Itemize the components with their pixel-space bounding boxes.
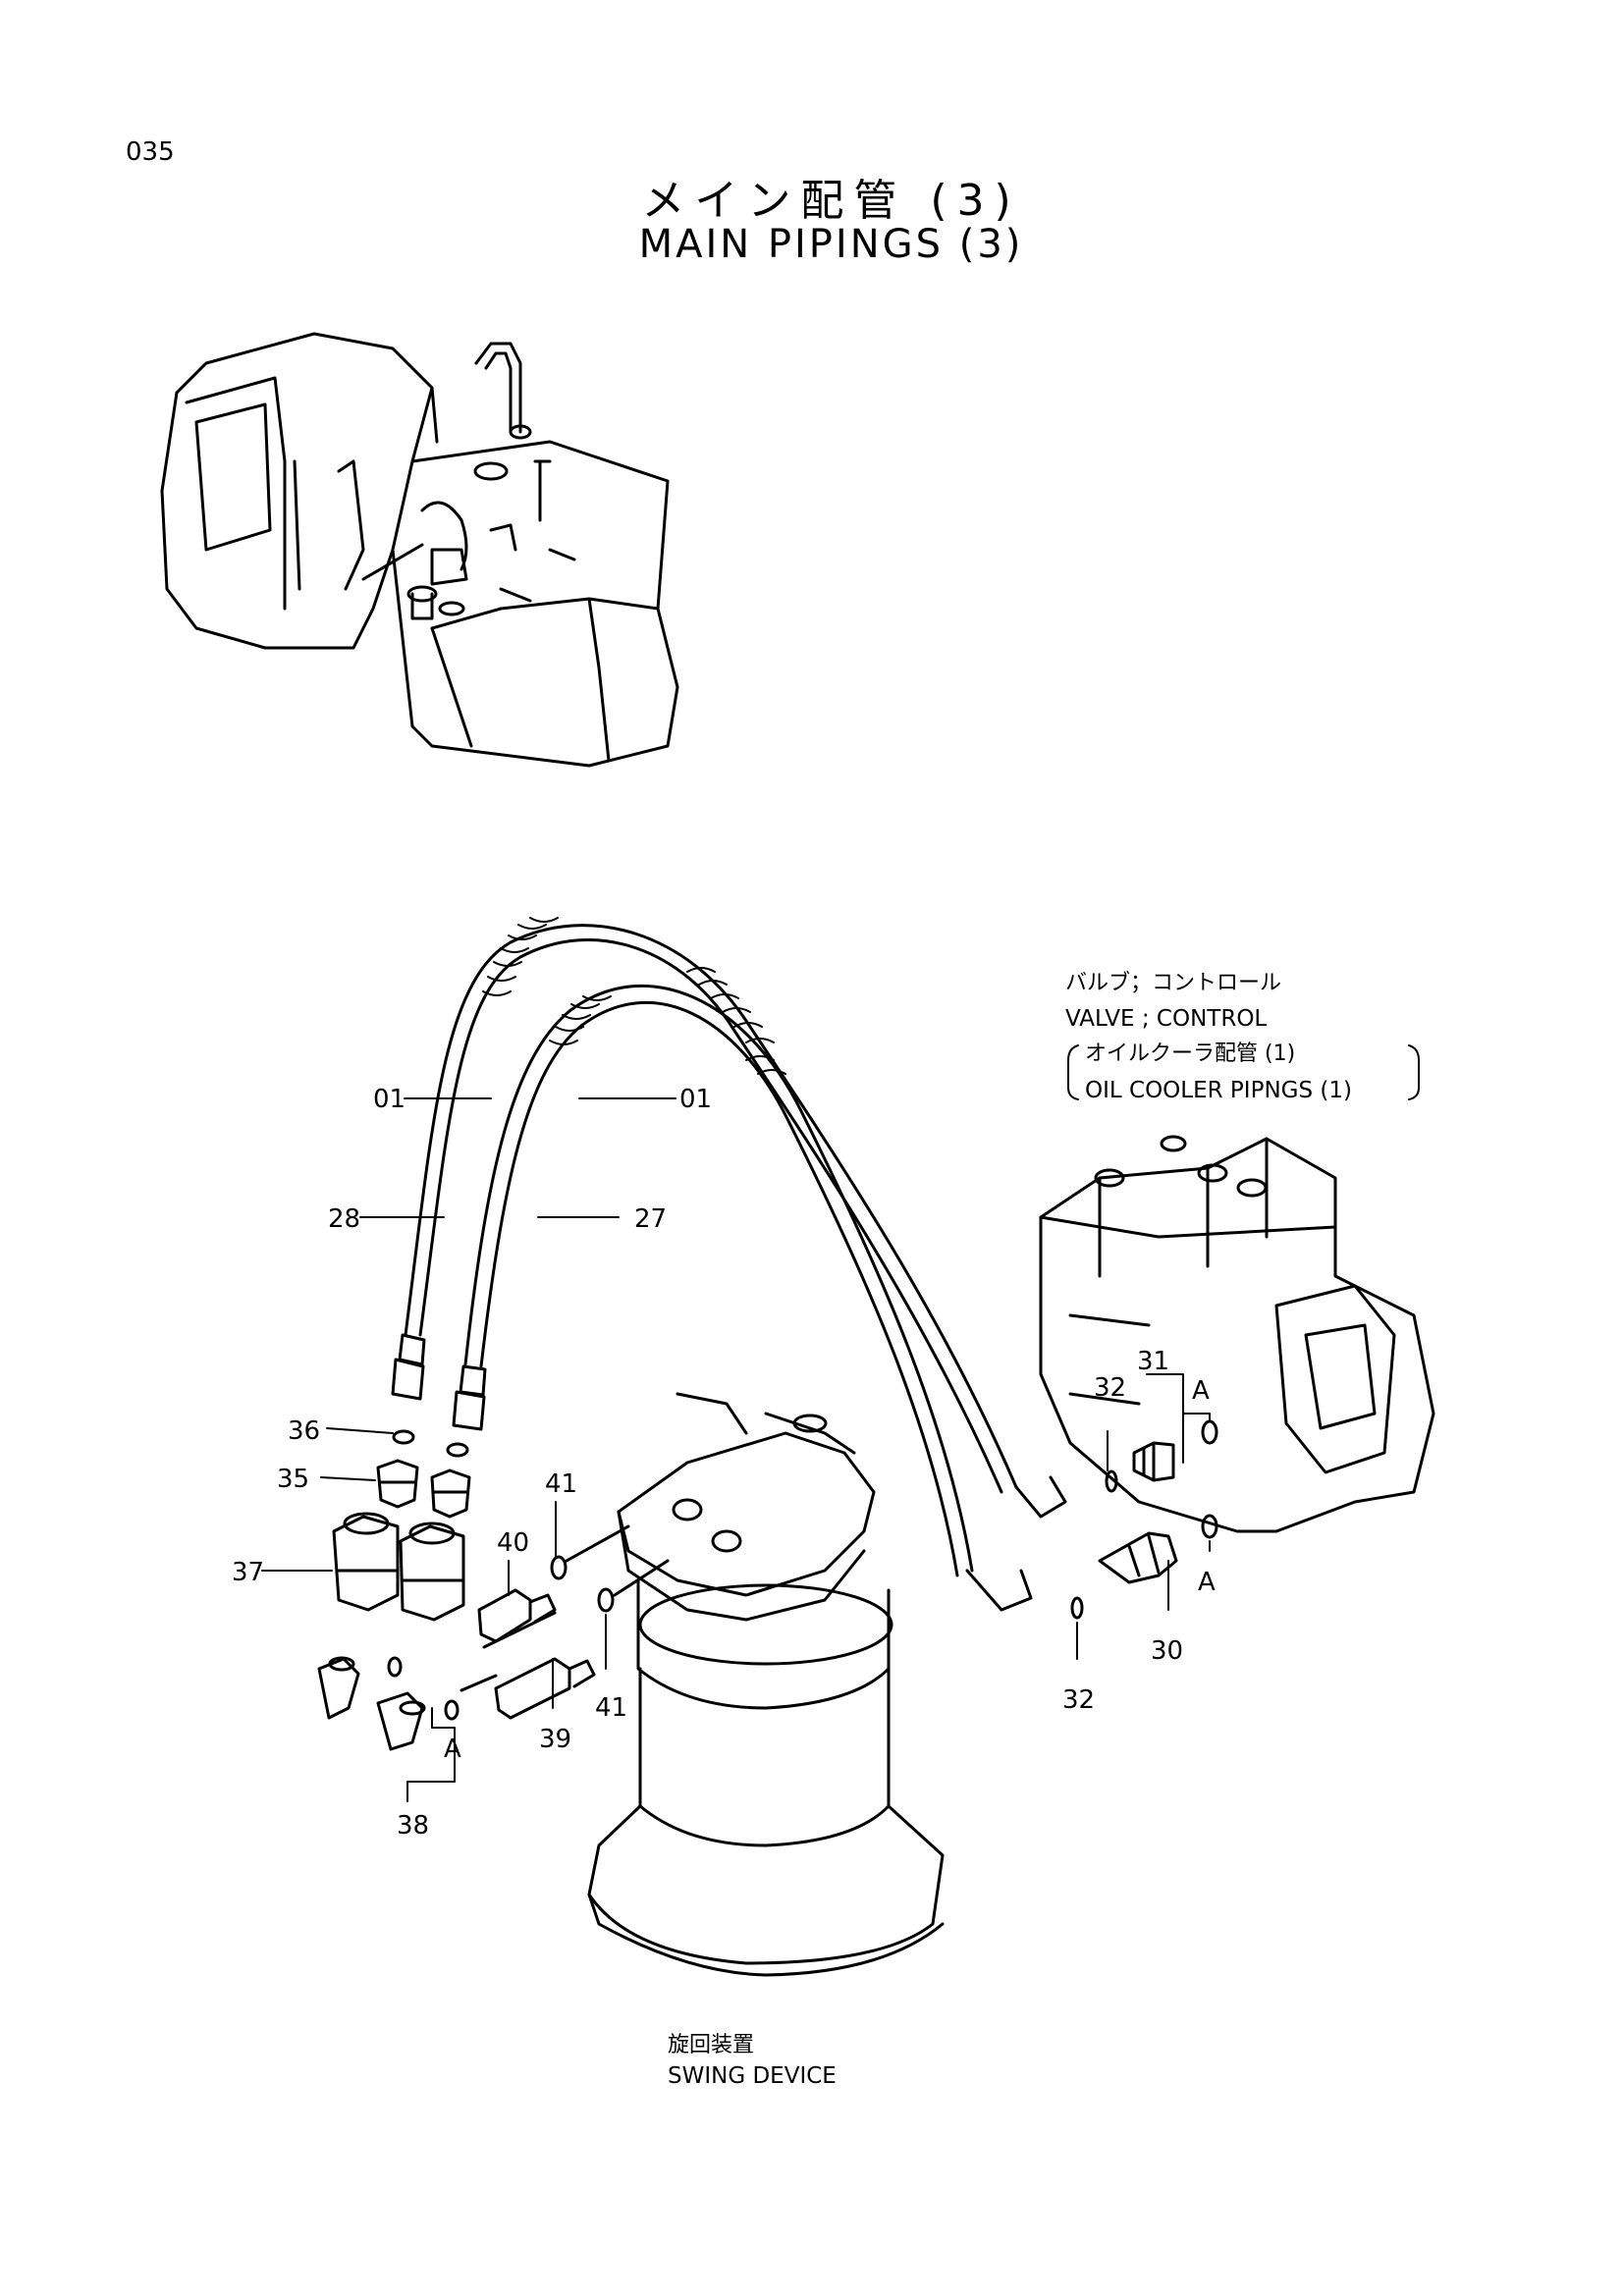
oring-41-illustration: [550, 1524, 670, 1613]
callout-37: 37: [232, 1558, 264, 1587]
callout-41-lower: 41: [595, 1693, 627, 1723]
adapter-35-illustration: [376, 1459, 471, 1519]
page-number: 035: [126, 137, 175, 167]
callout-A-upper: A: [1192, 1376, 1210, 1406]
callout-38: 38: [397, 1811, 429, 1841]
adapter-39-illustration: [460, 1611, 596, 1720]
adapter-40-illustration: [477, 1588, 557, 1643]
hose-27-illustration: [452, 917, 1033, 1612]
elbow-38-illustration: [317, 1656, 460, 1751]
note-cooler-english: OIL COOLER PIPNGS (1): [1085, 1078, 1352, 1103]
note-bracket-right: [1408, 1044, 1420, 1100]
excavator-overview-illustration: [160, 332, 679, 768]
callout-35: 35: [277, 1465, 309, 1494]
fitting-30-illustration: [1098, 1531, 1178, 1584]
note-cooler-japanese: オイルクーラ配管 (1): [1085, 1041, 1295, 1066]
callout-30: 30: [1151, 1636, 1183, 1666]
callout-32-upper: 32: [1094, 1373, 1126, 1403]
leader-lines: [261, 1097, 1211, 1802]
callout-32-lower: 32: [1062, 1685, 1095, 1715]
callout-40: 40: [497, 1528, 529, 1558]
callout-41-upper: 41: [545, 1469, 577, 1499]
note-valve-japanese: バルブ；コントロール: [1065, 971, 1281, 995]
oring-32-illustration: [1070, 1469, 1118, 1620]
hose-28-illustration: [391, 924, 1067, 1519]
oring-36-illustration: [392, 1429, 469, 1458]
callout-A-right: A: [1198, 1568, 1216, 1597]
callout-39: 39: [539, 1725, 571, 1754]
callout-28: 28: [328, 1204, 360, 1234]
callout-36: 36: [288, 1416, 320, 1446]
note-valve-english: VALVE ; CONTROL: [1065, 1006, 1267, 1032]
check-valve-37-illustration: [332, 1512, 465, 1622]
callout-01-left: 01: [373, 1085, 406, 1114]
note-bracket-left: [1067, 1044, 1079, 1100]
control-valve-illustration: [1039, 1135, 1435, 1539]
note-swing-japanese: 旋回装置: [668, 2033, 754, 2057]
callout-01-right: 01: [679, 1085, 712, 1114]
callout-27: 27: [634, 1204, 667, 1234]
callout-A-left: A: [444, 1735, 461, 1764]
title-japanese: メイン配管 (3): [641, 176, 1021, 226]
swing-device-illustration: [587, 1392, 945, 1977]
note-swing-english: SWING DEVICE: [668, 2063, 837, 2089]
title-english: MAIN PIPINGS (3): [638, 222, 1024, 267]
fitting-31-illustration: [1132, 1441, 1175, 1482]
callout-31: 31: [1137, 1347, 1169, 1376]
